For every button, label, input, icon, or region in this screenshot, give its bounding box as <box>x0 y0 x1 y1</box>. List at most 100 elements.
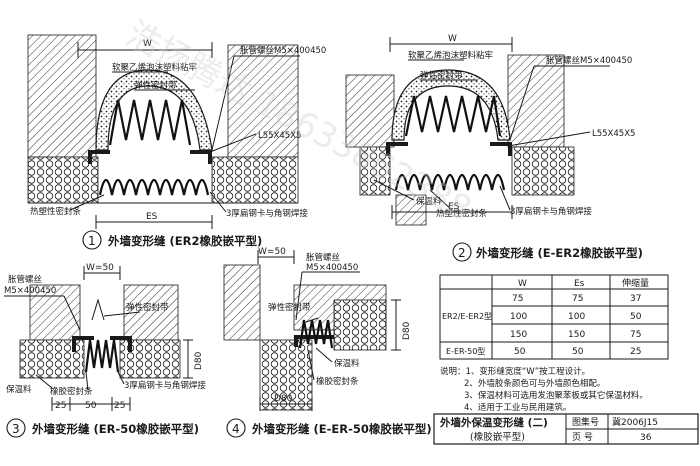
rubber-zigzag <box>298 319 334 349</box>
page-label: 页 号 <box>572 432 593 443</box>
wall-left <box>223 264 261 341</box>
label-rubber-strip: 橡胶密封条 <box>316 376 359 387</box>
header-w: W <box>518 279 527 289</box>
table-cell: 37 <box>630 294 641 304</box>
rubber-bellows <box>394 173 506 191</box>
table-cell: 50 <box>630 312 642 322</box>
notes: 说明：1、变形缝宽度“W”按工程设计。 2、外墙胶条颜色可与外墙颜色相配。 3、… <box>440 366 648 413</box>
wall-left <box>29 284 81 341</box>
label-sealant: 热塑性密封条 <box>30 206 82 217</box>
dim-a: 25 <box>55 401 66 411</box>
wall-left <box>27 34 97 158</box>
label-bolt: 胀管螺丝M5×400450 <box>240 45 326 56</box>
table-cell: 75 <box>572 294 583 304</box>
label-bolt-a: 胀管螺丝 <box>306 252 341 263</box>
label-sealant: 热塑性密封条 <box>436 208 488 219</box>
insulation-left <box>27 156 99 204</box>
label-clip: 3厚扁钢卡与角钢焊接 <box>226 208 308 219</box>
atlas-label: 图集号 <box>572 416 599 428</box>
label-seal-strip: 弹性密封带 <box>134 80 177 91</box>
page-value: 36 <box>640 433 652 443</box>
note-line: 4、适用于工业与民用建筑。 <box>464 402 571 413</box>
wall-right <box>227 44 299 158</box>
title-block: 外墙外保温变形缝 (二) (橡胶嵌平型) 图集号 冀2006J15 页 号 36 <box>433 413 699 445</box>
label-d-right: D80 <box>402 321 412 340</box>
table-cell: 100 <box>510 312 527 322</box>
table-cell: 150 <box>510 330 527 340</box>
note-line: 2、外墙胶条颜色可与外墙颜色相配。 <box>464 378 605 389</box>
atlas-value: 冀2006J15 <box>612 416 658 428</box>
fig4-number: 4 <box>232 422 240 436</box>
seal-strip-top <box>108 99 192 146</box>
angle-right <box>190 150 212 164</box>
label-w: W <box>143 39 152 49</box>
rubber-bellows <box>98 178 210 196</box>
seal-strip-top <box>91 298 105 321</box>
group-label-2: E-ER-50型 <box>446 347 485 356</box>
figure-1: W ES 软聚乙烯泡沫塑料粘牢 弹性密封带 胀管螺丝M5×400450 L55X… <box>27 34 326 250</box>
table-cell: 150 <box>568 330 585 340</box>
spec-table: W Es 伸缩量 ER2/E-ER2型 E-ER-50型 75 75 37 10… <box>439 274 669 360</box>
header-expansion: 伸缩量 <box>622 277 649 289</box>
fig3-caption: 外墙变形缝 (ER-50橡胶嵌平型) <box>31 422 199 436</box>
angle-left <box>386 142 408 156</box>
label-rubber: 软聚乙烯泡沫塑料粘牢 <box>408 50 493 61</box>
table-cell: 75 <box>630 330 641 340</box>
fig2-caption: 外墙变形缝 (E-ER2橡胶嵌平型) <box>475 246 643 260</box>
label-rubber-strip: 橡胶密封条 <box>50 386 93 397</box>
dim-b: 50 <box>85 401 97 411</box>
group-label-1: ER2/E-ER2型 <box>442 312 492 321</box>
label-clip: 3厚扁钢卡与角钢焊接 <box>124 380 206 391</box>
table-cell: 50 <box>572 347 584 357</box>
fig1-number: 1 <box>88 234 96 248</box>
label-w: W=50 <box>258 247 286 257</box>
angle-right <box>110 336 132 352</box>
header-es: Es <box>574 279 585 289</box>
label-rubber: 软聚乙烯泡沫塑料粘牢 <box>112 62 197 73</box>
table-cell: 100 <box>568 312 585 322</box>
angle-right <box>490 142 512 156</box>
table-cell: 25 <box>630 347 641 357</box>
label-insulation: 保温料 <box>416 196 442 207</box>
title-line-2: (橡胶嵌平型) <box>470 431 525 443</box>
label-bolt-b: M5×400450 <box>306 263 358 273</box>
label-clip: 3厚扁钢卡与角钢焊接 <box>510 206 592 217</box>
title-line-1: 外墙外保温变形缝 (二) <box>439 416 548 429</box>
table-cell: 50 <box>514 347 526 357</box>
label-bolt-a: 胀管螺丝 <box>8 274 43 285</box>
fig3-number: 3 <box>12 422 20 436</box>
insulation-left <box>259 339 313 411</box>
seal-strip-top <box>404 95 502 137</box>
label-w: W <box>448 34 457 44</box>
insulation-right <box>211 156 299 204</box>
insulation-right <box>511 146 575 196</box>
label-insulation: 保温料 <box>334 358 360 369</box>
wall-lower-left <box>395 194 427 226</box>
rubber-zigzag <box>84 339 120 373</box>
wall-right <box>507 54 565 148</box>
wall-left <box>345 74 395 148</box>
label-seal-strip: 弹性密封带 <box>420 70 463 81</box>
figure-4: W=50 胀管螺丝 M5×400450 弹性密封带 D80 保温料 橡胶密封条 … <box>223 247 432 438</box>
label-d: D80 <box>194 351 204 370</box>
fig2-number: 2 <box>458 246 466 260</box>
label-seal-strip: 弹性密封带 <box>126 302 169 313</box>
figure-3: W=50 胀管螺丝 M5×400450 弹性密封带 D80 保温料 橡胶密封条 … <box>4 263 206 438</box>
label-angle: L55X45X5 <box>258 131 301 141</box>
note-line: 3、保温材料可选用发泡聚苯板或其它保温材料。 <box>464 390 648 401</box>
angle-left <box>88 150 110 164</box>
label-d-bottom: D80 <box>274 394 293 404</box>
label-insulation: 保温料 <box>6 384 32 395</box>
dim-c: 25 <box>114 401 125 411</box>
label-seal-strip: 弹性密封带 <box>268 302 311 313</box>
label-angle: L55X45X5 <box>592 129 635 139</box>
label-es: ES <box>448 202 460 212</box>
label-es: ES <box>146 212 158 222</box>
insulation-right <box>333 299 387 351</box>
note-line: 说明：1、变形缝宽度“W”按工程设计。 <box>440 366 590 377</box>
fig4-caption: 外墙变形缝 (E-ER-50橡胶嵌平型) <box>251 422 432 436</box>
angle-left <box>72 336 94 352</box>
label-bolt: 胀管螺丝M5×400450 <box>546 55 632 66</box>
fig1-caption: 外墙变形缝 (ER2橡胶嵌平型) <box>107 234 262 248</box>
table-cell: 75 <box>512 294 523 304</box>
